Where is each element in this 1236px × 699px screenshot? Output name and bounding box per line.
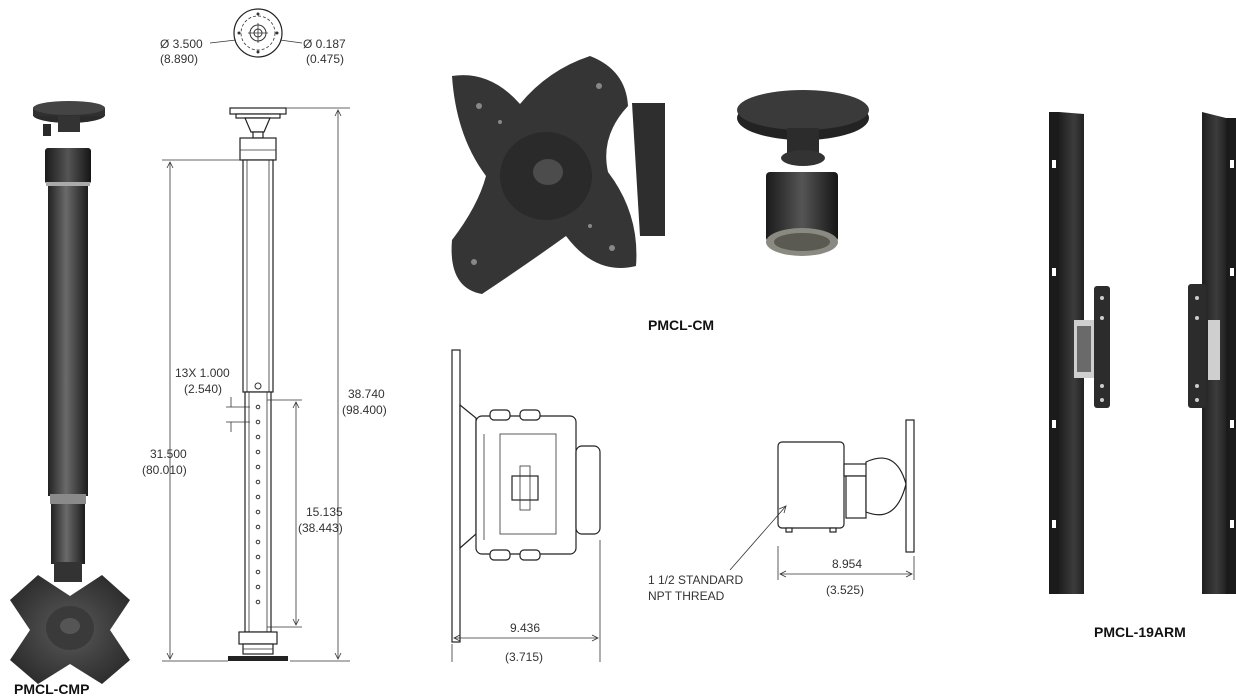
dim-hole-pitch-mm: (2.540)	[184, 382, 222, 396]
cmp-dimension-lines	[162, 107, 350, 662]
dim-mount-width: 8.954	[832, 557, 862, 571]
dim-hole-diameter-mm: (0.475)	[306, 52, 344, 66]
dim-mount-width-mm: (3.525)	[826, 583, 864, 597]
dim-cm-width-mm: (3.715)	[505, 650, 543, 664]
dim-tube-height: 31.500	[150, 447, 187, 461]
plate-top-view	[209, 8, 303, 58]
caption-pmcl-19arm: PMCL-19ARM	[1094, 624, 1186, 640]
thread-spec-line2: NPT THREAD	[648, 589, 725, 603]
pmcl-cmp-photo	[10, 101, 130, 684]
pmcl-19arm-left-rail	[1049, 112, 1110, 594]
dim-cm-width: 9.436	[510, 621, 540, 635]
pmcl-cm-plate-photo	[451, 56, 665, 294]
dim-adjust-range: 15.135	[306, 505, 343, 519]
pmcl-19arm-right-rail	[1188, 112, 1236, 594]
pmcl-cm-mount-photo	[737, 90, 869, 256]
dim-tube-height-mm: (80.010)	[142, 463, 187, 477]
dim-adjust-range-mm: (38.443)	[298, 521, 343, 535]
dim-plate-diameter: Ø 3.500	[160, 37, 203, 51]
thread-leader	[729, 505, 787, 571]
threaded-mount-drawing	[777, 419, 915, 553]
cm-width-dimension	[451, 540, 601, 662]
dim-total-height: 38.740	[348, 387, 385, 401]
caption-pmcl-cm: PMCL-CM	[648, 317, 714, 333]
caption-pmcl-cmp: PMCL-CMP	[14, 681, 89, 697]
dim-total-height-mm: (98.400)	[342, 403, 387, 417]
adjustment-holes	[255, 404, 261, 605]
mount-width-dimension	[777, 546, 915, 580]
pmcl-cm-side-drawing	[451, 349, 601, 643]
dim-hole-pitch: 13X 1.000	[175, 366, 230, 380]
thread-spec-line1: 1 1/2 STANDARD	[648, 573, 743, 587]
pmcl-cmp-drawing	[228, 107, 288, 661]
dim-hole-diameter: Ø 0.187	[303, 37, 346, 51]
dim-plate-diameter-mm: (8.890)	[160, 52, 198, 66]
